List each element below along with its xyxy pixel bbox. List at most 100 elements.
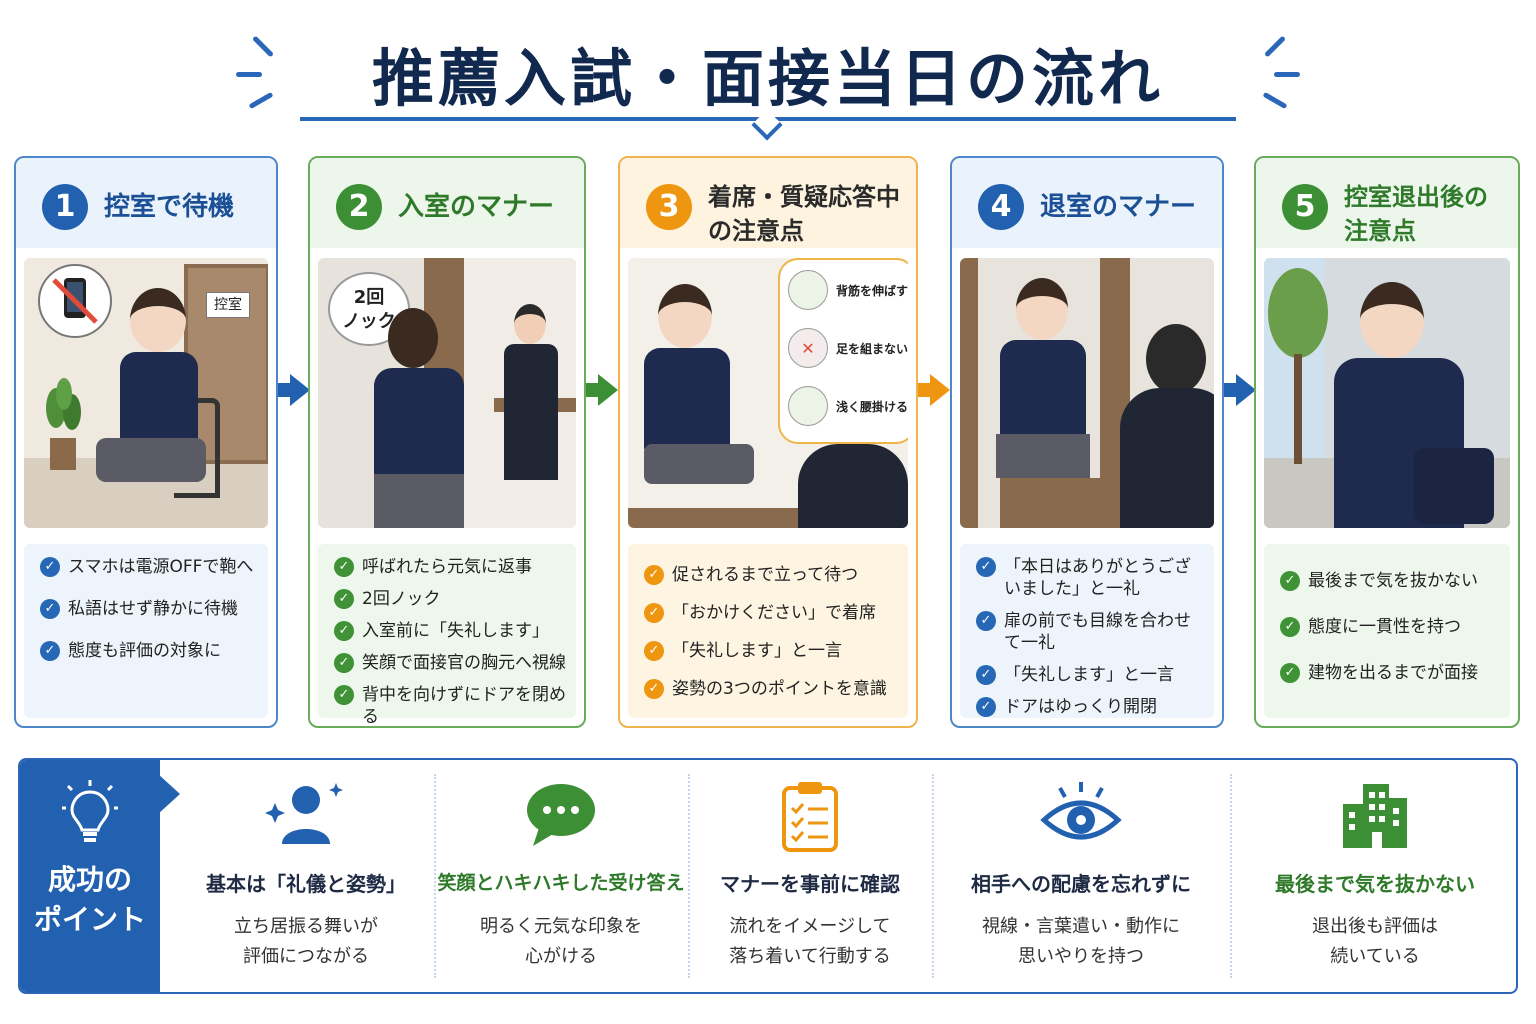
- student-skirt: [374, 474, 464, 528]
- step-title: 控室退出後の 注意点: [1344, 183, 1488, 245]
- check-icon: ✓: [334, 589, 354, 609]
- lightbulb-icon: [62, 780, 118, 850]
- success-points-label: 成功の ポイント: [20, 760, 160, 992]
- flow-arrow: [586, 383, 600, 397]
- step-number: 2: [336, 184, 382, 230]
- checklist: ✓促されるまで立って待つ ✓「おかけください」で着席 ✓「失礼します」と一言 ✓…: [628, 544, 908, 718]
- check-item: ✓「おかけください」で着席: [638, 602, 898, 624]
- spark-decoration: [236, 72, 262, 77]
- flow-arrow-head: [930, 374, 950, 406]
- plant-icon: [38, 378, 88, 478]
- point-item: 基本は「礼儀と姿勢」 立ち居振る舞いが評価につながる: [180, 760, 432, 992]
- page-title: 推薦入試・面接当日の流れ: [371, 42, 1164, 115]
- check-icon: ✓: [976, 557, 996, 577]
- clipboard-checklist-icon: [778, 780, 842, 858]
- student-head: [130, 288, 186, 352]
- point-title: 最後まで気を抜かない: [1275, 872, 1475, 896]
- waiting-room-illustration: 控室: [24, 258, 268, 528]
- checklist: ✓「本日はありがとうございました」と一礼 ✓扉の前でも目線を合わせて一礼 ✓「失…: [960, 544, 1214, 718]
- step-number: 4: [978, 184, 1024, 230]
- leaving-room-illustration: [960, 258, 1214, 528]
- point-title: マナーを事前に確認: [720, 872, 900, 896]
- step-card-5: 5 控室退出後の 注意点 ✓最後まで気を抜かない ✓態度に一貫性を持つ ✓建物を…: [1254, 156, 1520, 728]
- flow-arrow-head: [1236, 374, 1256, 406]
- check-item: ✓姿勢の3つのポイントを意識: [638, 678, 898, 700]
- check-icon: ✓: [1280, 663, 1300, 683]
- shallow-seat-icon: [788, 386, 828, 426]
- check-icon: ✓: [334, 653, 354, 673]
- phone-off-icon: [38, 264, 112, 338]
- check-icon: ✓: [334, 685, 354, 705]
- flow-arrow: [918, 383, 932, 397]
- step-header: 1 控室で待機: [16, 158, 276, 248]
- flow-arrow: [278, 383, 292, 397]
- check-item: ✓最後まで気を抜かない: [1274, 570, 1500, 592]
- point-desc: 立ち居振る舞いが評価につながる: [234, 916, 378, 967]
- divider: [688, 774, 690, 978]
- flow-arrow: [1224, 383, 1238, 397]
- student-head: [388, 308, 438, 368]
- divider: [1230, 774, 1232, 978]
- student-body: [120, 352, 198, 448]
- check-icon: ✓: [976, 665, 996, 685]
- student-head: [658, 284, 712, 348]
- success-points-notch: [158, 774, 180, 814]
- step-title: 入室のマナー: [398, 192, 555, 222]
- check-item: ✓「失礼します」と一言: [970, 664, 1204, 686]
- point-title: 笑顔とハキハキした受け答え: [437, 872, 685, 894]
- check-item: ✓態度に一貫性を持つ: [1274, 616, 1500, 638]
- checklist: ✓呼ばれたら元気に返事 ✓2回ノック ✓入室前に「失礼します」 ✓笑顔で面接官の…: [318, 544, 576, 726]
- point-title: 相手への配慮を忘れずに: [971, 872, 1191, 896]
- check-icon: ✓: [40, 557, 60, 577]
- building-icon: [1339, 780, 1411, 854]
- step-title: 退室のマナー: [1040, 192, 1197, 222]
- check-item: ✓私語はせず静かに待機: [34, 598, 258, 620]
- check-icon: ✓: [40, 599, 60, 619]
- point-desc: 明るく元気な印象を心がける: [480, 916, 642, 967]
- step-card-3: 3 着席・質疑応答中 の注意点 背筋を伸ばす ✕ 足を組まない 浅く腰掛ける: [618, 156, 918, 728]
- point-item: 笑顔とハキハキした受け答え 明るく元気な印象を心がける: [436, 760, 686, 992]
- entering-room-illustration: 2回 ノック: [318, 258, 576, 528]
- interviewer-back: [798, 444, 908, 528]
- step-card-4: 4 退室のマナー ✓「本日はありがとうございました」と一礼 ✓扉の前でも目線を合…: [950, 156, 1224, 728]
- check-item: ✓背中を向けずにドアを閉める: [328, 684, 566, 726]
- divider: [434, 774, 436, 978]
- school-bag-icon: [1414, 448, 1494, 524]
- point-title: 基本は「礼儀と姿勢」: [206, 872, 406, 896]
- flow-arrow-head: [290, 374, 310, 406]
- check-item: ✓入室前に「失礼します」: [328, 620, 566, 642]
- check-icon: ✓: [334, 557, 354, 577]
- interviewer-body: [504, 344, 558, 480]
- check-item: ✓笑顔で面接官の胸元へ視線: [328, 652, 566, 674]
- no-crossed-legs-icon: ✕: [788, 328, 828, 368]
- spark-decoration: [1274, 72, 1300, 77]
- student-body: [644, 348, 730, 452]
- check-icon: ✓: [1280, 617, 1300, 637]
- person-sparkle-icon: [264, 780, 348, 854]
- exiting-building-illustration: [1264, 258, 1510, 528]
- step-header: 2 入室のマナー: [310, 158, 584, 248]
- flow-arrow-head: [598, 374, 618, 406]
- student-skirt: [996, 434, 1090, 478]
- point-desc: 視線・言葉遣い・動作に思いやりを持つ: [982, 916, 1180, 967]
- interviewer-head: [514, 304, 546, 344]
- point-item: 相手への配慮を忘れずに 視線・言葉遣い・動作に思いやりを持つ: [934, 760, 1228, 992]
- check-icon: ✓: [40, 641, 60, 661]
- interviewer-back: [1120, 388, 1214, 528]
- student-head: [1016, 278, 1068, 340]
- success-points-line: 成功の: [47, 863, 132, 896]
- check-item: ✓建物を出るまでが面接: [1274, 662, 1500, 684]
- posture-item: ✕ 足を組まない: [788, 328, 908, 372]
- posture-item: 背筋を伸ばす: [788, 270, 908, 314]
- step-card-1: 1 控室で待機 控室 ✓スマホは電源OFFで鞄へ ✓私語はせず静かに待機 ✓態度…: [14, 156, 278, 728]
- point-item: 最後まで気を抜かない 退出後も評価は続いている: [1232, 760, 1516, 992]
- check-icon: ✓: [644, 679, 664, 699]
- check-item: ✓呼ばれたら元気に返事: [328, 556, 566, 578]
- check-icon: ✓: [976, 697, 996, 717]
- step-card-2: 2 入室のマナー 2回 ノック ✓呼ばれたら元気に返事 ✓2回ノック ✓入室前に…: [308, 156, 586, 728]
- speech-bubble-icon: [521, 780, 601, 854]
- step-title: 控室で待機: [104, 192, 235, 222]
- check-item: ✓2回ノック: [328, 588, 566, 610]
- step-header: 5 控室退出後の 注意点: [1256, 158, 1518, 248]
- student-head: [1360, 282, 1424, 358]
